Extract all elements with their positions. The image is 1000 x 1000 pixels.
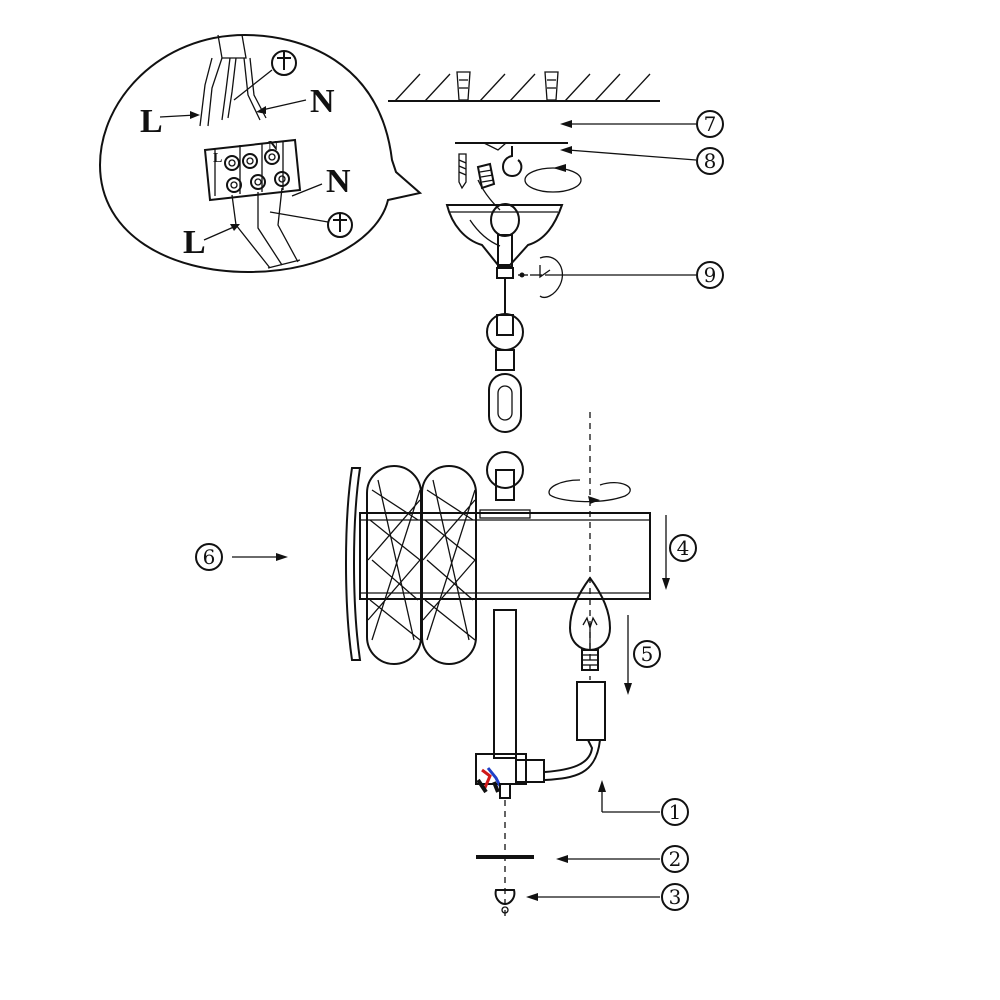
callout-7: 7 bbox=[696, 110, 724, 138]
callout-8: 8 bbox=[696, 147, 724, 175]
svg-text:3: 3 bbox=[669, 885, 682, 909]
callout-arrow bbox=[662, 515, 670, 590]
crystal-ring bbox=[366, 465, 422, 665]
set-screw-icon bbox=[518, 265, 551, 279]
lamp-cable bbox=[231, 187, 301, 269]
callout-9: 9 bbox=[696, 261, 724, 289]
back-disc bbox=[345, 467, 362, 661]
callout-arrow bbox=[624, 615, 632, 695]
svg-text:5: 5 bbox=[641, 642, 654, 666]
svg-text:8: 8 bbox=[704, 149, 717, 173]
wire-label-neutral-bottom: N bbox=[326, 163, 351, 200]
crystal-ring bbox=[421, 465, 477, 665]
wire-label-live-top: L bbox=[140, 103, 163, 140]
svg-text:1: 1 bbox=[669, 800, 682, 824]
rotate-arrow-icon bbox=[548, 479, 631, 504]
screw-icon bbox=[458, 153, 467, 190]
mounting-plate bbox=[455, 142, 568, 151]
incoming-cable bbox=[199, 34, 267, 127]
svg-text:9: 9 bbox=[704, 263, 717, 287]
callout-arrow bbox=[526, 893, 660, 901]
svg-text:2: 2 bbox=[669, 847, 682, 871]
screw-icon bbox=[496, 267, 514, 315]
wiring-detail-bubble bbox=[98, 33, 423, 274]
wall-anchor-icon bbox=[456, 71, 471, 101]
canopy bbox=[445, 179, 564, 268]
wire-label-live-bottom: L bbox=[183, 224, 206, 261]
callout-4: 4 bbox=[669, 534, 697, 562]
junction-box bbox=[475, 753, 545, 799]
terminal-label-neutral: N bbox=[268, 139, 278, 154]
center-stem bbox=[493, 609, 517, 759]
wall-anchor-icon bbox=[544, 71, 559, 101]
callout-arrow bbox=[556, 855, 660, 863]
callout-6: 6 bbox=[195, 543, 223, 571]
callout-2: 2 bbox=[661, 845, 689, 873]
callout-arrow bbox=[232, 553, 288, 561]
terminal-block: L N bbox=[203, 138, 302, 202]
svg-text:6: 6 bbox=[203, 545, 216, 569]
finial-icon bbox=[494, 889, 516, 914]
callout-arrow bbox=[598, 780, 660, 813]
candle-bulb-icon bbox=[568, 576, 612, 671]
callout-arrow bbox=[560, 146, 697, 161]
callout-arrow bbox=[560, 120, 696, 128]
terminal-label-live: L bbox=[213, 151, 222, 166]
wire-label-neutral-top: N bbox=[310, 83, 335, 120]
rotate-arrow-icon bbox=[539, 256, 564, 299]
bottom-plate bbox=[476, 855, 534, 859]
callout-3: 3 bbox=[661, 883, 689, 911]
chain bbox=[486, 313, 524, 501]
earth-ground-icon bbox=[327, 212, 353, 238]
callout-5: 5 bbox=[633, 640, 661, 668]
svg-text:7: 7 bbox=[704, 112, 717, 136]
hook-icon bbox=[502, 146, 523, 178]
wire-connector bbox=[476, 162, 496, 190]
frame-tube bbox=[359, 509, 651, 600]
callout-1: 1 bbox=[661, 798, 689, 826]
ceiling bbox=[388, 73, 660, 102]
rotate-arrow-icon bbox=[524, 164, 582, 193]
svg-text:4: 4 bbox=[677, 536, 690, 560]
earth-ground-icon bbox=[271, 50, 297, 76]
candle-socket bbox=[544, 681, 606, 781]
